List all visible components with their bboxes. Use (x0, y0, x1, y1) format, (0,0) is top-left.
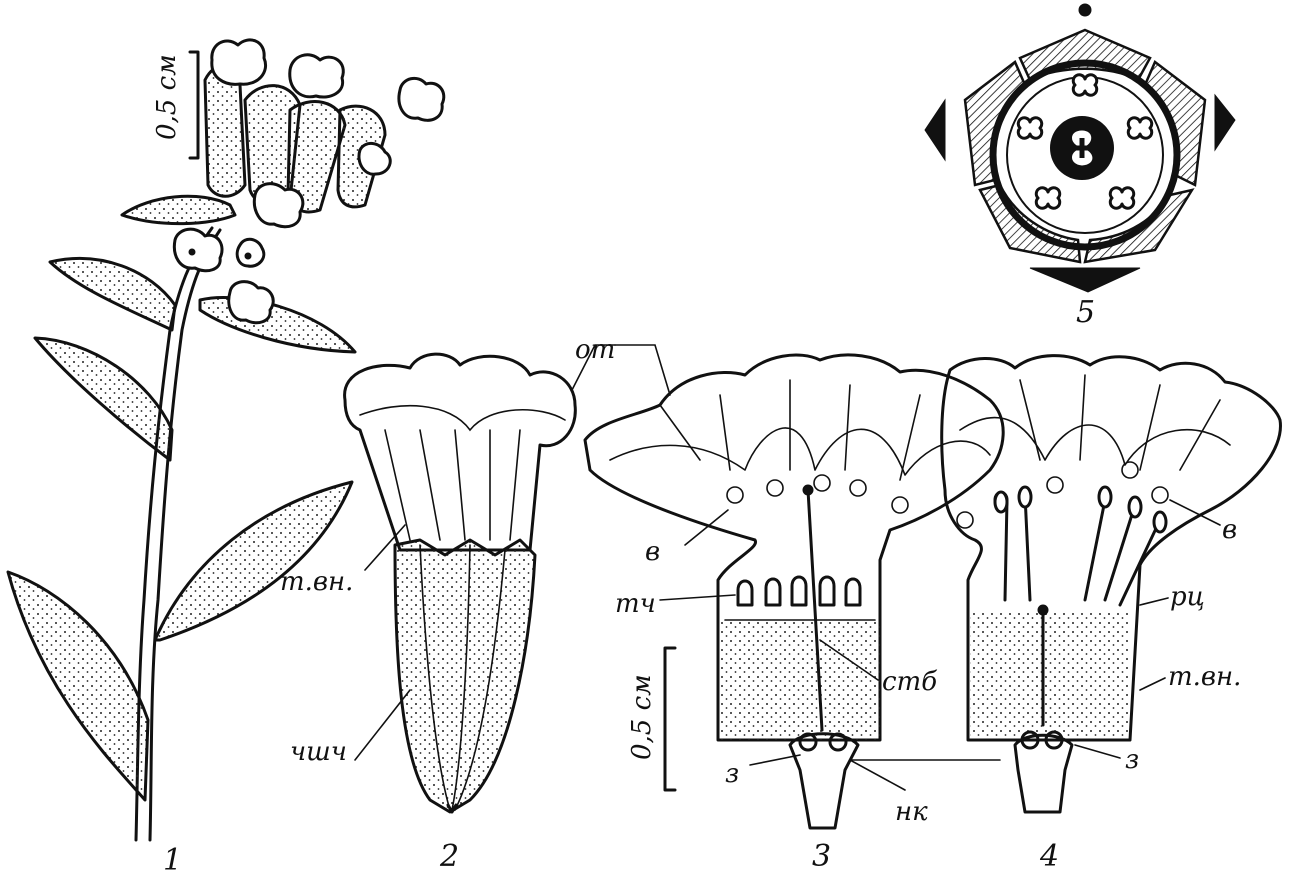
bract-right (1214, 93, 1236, 152)
chshch-leader (354, 689, 411, 761)
label-v-left: в (645, 537, 660, 567)
hairs-4 (956, 461, 1169, 529)
scale-label-bottom: 0,5 см (627, 674, 657, 760)
label-nk: нк (895, 797, 928, 827)
label-z-right: з (1125, 745, 1139, 775)
figure-2-flower: т.вн. чшч 2 (280, 344, 616, 874)
scale-label-top: 0,5 см (152, 54, 182, 140)
stem (148, 228, 222, 842)
figure-1-shoot: 0,5 см 1 (6, 38, 446, 874)
label-chshch: чшч (290, 737, 347, 767)
scale-bar-bottom (663, 646, 677, 792)
leaf-middle-left (33, 336, 174, 462)
ot-leader-left (571, 344, 616, 391)
label-tvn-left: т.вн. (280, 567, 353, 597)
hairs-3 (726, 474, 909, 514)
stamens-4 (993, 485, 1168, 607)
corolla-ring (989, 59, 1181, 251)
figure-3-corolla-section: 0,5 см от в тч стб з нк 3 (575, 335, 1005, 874)
label-z-left: з (725, 759, 739, 789)
tvn-leader (364, 524, 406, 571)
inflorescence (172, 38, 446, 325)
figure-number-1: 1 (163, 843, 182, 874)
leaf-top (120, 194, 237, 226)
scale-bar-top (188, 50, 200, 160)
stamens-3 (736, 575, 862, 607)
leaf-lower-right (153, 480, 354, 642)
label-ot: от (575, 335, 615, 365)
figure-number-3: 3 (812, 839, 831, 874)
corolla-limb (343, 352, 577, 552)
leaf-bottom-left (6, 570, 150, 802)
figure-number-5: 5 (1076, 295, 1095, 330)
label-rts: рц (1170, 582, 1205, 612)
corolla-4-limb (940, 354, 1282, 742)
label-v-right: в (1222, 515, 1237, 545)
bract-left (924, 98, 946, 162)
corolla-3-limb (583, 353, 1005, 742)
label-tch: тч (615, 589, 656, 619)
leaf-upper-right (198, 296, 357, 354)
label-tvn-right: т.вн. (1168, 662, 1241, 692)
leaf-upper-left (48, 257, 177, 332)
bract-bottom (1029, 267, 1141, 293)
ovary-3 (788, 732, 860, 830)
style-3 (806, 488, 824, 732)
figure-number-2: 2 (439, 839, 459, 874)
stamens-diagram (1016, 73, 1154, 210)
figure-4-corolla-section: рц т.вн. з в 4 (849, 354, 1282, 874)
label-stb: стб (882, 667, 937, 697)
figure-number-4: 4 (1039, 839, 1059, 874)
figure-5-floral-diagram: 5 (924, 3, 1236, 330)
axis-dot (1078, 3, 1092, 17)
